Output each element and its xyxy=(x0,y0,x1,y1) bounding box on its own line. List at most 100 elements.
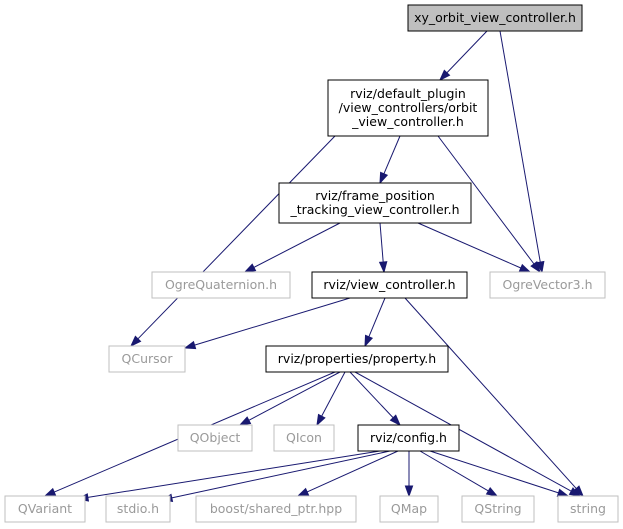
edge-fptvc-to-ogrevec xyxy=(417,222,532,273)
node-box xyxy=(177,424,253,452)
node-box xyxy=(489,271,606,299)
edge-config-to-qmap xyxy=(404,451,414,498)
node-box xyxy=(273,424,335,452)
arrowhead xyxy=(43,487,57,497)
node-label: rviz/default_plugin xyxy=(350,86,466,101)
node-box xyxy=(4,495,86,523)
node-qvariant: QVariant xyxy=(4,495,86,523)
node-box xyxy=(265,345,449,373)
node-label: boost/shared_ptr.hpp xyxy=(210,501,342,516)
edge-line xyxy=(306,450,399,493)
node-label: QIcon xyxy=(286,430,322,445)
edge-line xyxy=(368,297,386,337)
node-box xyxy=(407,4,583,32)
node-label: xy_orbit_view_controller.h xyxy=(414,10,576,25)
node-box xyxy=(105,495,171,523)
node-box xyxy=(151,271,291,299)
arrowhead xyxy=(129,335,142,348)
edge-property-to-string xyxy=(354,371,582,497)
arrowhead xyxy=(243,263,257,273)
edge-line xyxy=(379,222,384,263)
edge-line xyxy=(446,30,488,74)
edge-line xyxy=(404,297,577,489)
node-label: _tracking_view_controller.h xyxy=(289,202,459,217)
arrowhead xyxy=(535,260,545,274)
arrowhead xyxy=(296,487,310,497)
node-box xyxy=(108,345,186,373)
edge-line xyxy=(87,450,381,498)
edge-orbit-to-ogrevec xyxy=(437,135,541,274)
edge-vc-to-qcursor xyxy=(183,297,351,350)
node-label: OgreVector3.h xyxy=(502,277,592,292)
arrowhead xyxy=(364,334,374,348)
edge-line xyxy=(349,371,394,419)
arrowhead xyxy=(404,485,414,498)
node-box xyxy=(461,495,535,523)
arrowhead xyxy=(183,340,197,350)
node-label: rviz/properties/property.h xyxy=(278,351,436,366)
edge-xy-to-orbit xyxy=(438,30,488,82)
node-string: string xyxy=(557,495,619,523)
edge-fptvc-to-vc xyxy=(378,222,388,274)
arrowhead xyxy=(316,413,326,427)
edge-line xyxy=(417,222,522,269)
edge-line xyxy=(429,450,559,494)
edge-line xyxy=(383,135,401,174)
arrowhead xyxy=(485,486,499,497)
node-label: QVariant xyxy=(18,501,72,516)
edge-line xyxy=(194,297,351,346)
node-label: OgreQuaternion.h xyxy=(165,277,277,292)
node-qobject: QObject xyxy=(177,424,253,452)
edge-line xyxy=(253,222,341,268)
edge-property-to-qicon xyxy=(316,371,346,427)
node-box xyxy=(327,79,489,137)
node-box xyxy=(195,495,357,523)
arrowhead xyxy=(556,488,570,497)
edge-config-to-sharedptr xyxy=(296,450,399,497)
edge-orbit-to-fptvc xyxy=(379,135,401,185)
edge-line xyxy=(248,371,341,421)
node-label: string xyxy=(570,501,606,516)
edge-config-to-string xyxy=(429,450,570,497)
node-label: QMap xyxy=(391,501,427,516)
node-label: QCursor xyxy=(122,351,174,366)
edge-line xyxy=(499,30,541,263)
edge-line xyxy=(419,450,489,492)
node-stdio: stdio.h xyxy=(105,495,171,523)
node-label: rviz/frame_position xyxy=(315,188,435,203)
node-property[interactable]: rviz/properties/property.h xyxy=(265,345,449,373)
edge-layer xyxy=(43,30,584,503)
arrowhead xyxy=(518,263,532,273)
node-label: QString xyxy=(474,501,521,516)
edge-vc-to-property xyxy=(364,297,386,348)
node-xy[interactable]: xy_orbit_view_controller.h xyxy=(407,4,583,32)
edge-line xyxy=(437,135,535,265)
edge-vc-to-string xyxy=(404,297,584,498)
node-qicon: QIcon xyxy=(273,424,335,452)
node-fptvc[interactable]: rviz/frame_position_tracking_view_contro… xyxy=(278,182,472,224)
edge-config-to-qvariant xyxy=(76,450,381,502)
node-label: rviz/config.h xyxy=(370,430,447,445)
edge-xy-to-ogrevec xyxy=(499,30,545,274)
node-box xyxy=(379,495,439,523)
edge-config-to-qstring xyxy=(419,450,499,497)
node-qstring: QString xyxy=(461,495,535,523)
node-config[interactable]: rviz/config.h xyxy=(357,424,460,452)
node-label: rviz/view_controller.h xyxy=(323,277,455,292)
node-ogrevec: OgreVector3.h xyxy=(489,271,606,299)
edge-orbit-to-qcursor xyxy=(129,135,336,348)
edge-property-to-config xyxy=(349,371,402,427)
node-qmap: QMap xyxy=(379,495,439,523)
edge-line xyxy=(171,450,391,499)
node-box xyxy=(311,271,468,299)
node-ogrequat: OgreQuaternion.h xyxy=(151,271,291,299)
node-vc[interactable]: rviz/view_controller.h xyxy=(311,271,468,299)
node-label: stdio.h xyxy=(117,501,159,516)
node-orbit[interactable]: rviz/default_plugin/view_controllers/orb… xyxy=(327,79,489,137)
arrowhead xyxy=(568,487,582,497)
node-label: QObject xyxy=(190,430,241,445)
node-label: /view_controllers/orbit xyxy=(339,100,478,115)
edge-line xyxy=(137,135,336,340)
arrowhead xyxy=(378,261,388,274)
